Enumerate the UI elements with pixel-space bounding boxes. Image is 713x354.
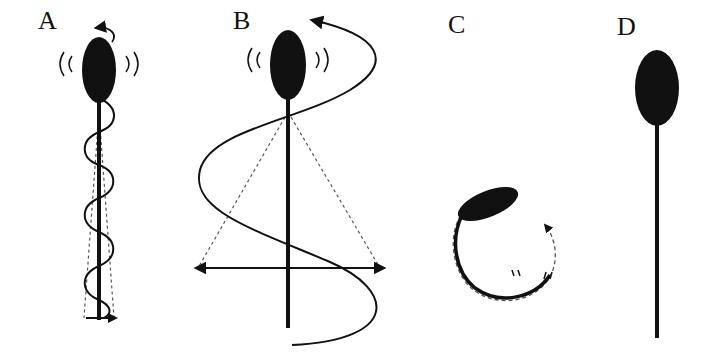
- panel-letter: D: [617, 14, 636, 40]
- motion-mark: [126, 56, 129, 72]
- sperm-tail: [655, 120, 659, 338]
- motion-mark: [69, 56, 72, 72]
- motion-mark: [518, 270, 520, 276]
- sperm-head: [82, 37, 116, 103]
- motion-mark: [60, 52, 64, 76]
- motion-mark: [512, 270, 514, 276]
- panel-letter: A: [38, 8, 57, 34]
- panel-a-sperm: [60, 28, 138, 320]
- motion-mark: [544, 272, 546, 279]
- motion-mark: [134, 52, 138, 76]
- panel-c-sperm: [453, 180, 555, 301]
- motion-mark: [316, 52, 319, 68]
- amplitude-arrow: [86, 317, 116, 319]
- sperm-head: [270, 30, 306, 100]
- tail-wave: [85, 98, 114, 318]
- amplitude-arrow: [196, 267, 384, 269]
- rotation-arrow: [96, 28, 114, 42]
- sperm-tail: [286, 98, 290, 328]
- motion-mark: [248, 48, 252, 72]
- motion-mark: [324, 48, 328, 72]
- sperm-tail: [456, 215, 550, 298]
- envelope-line: [288, 112, 380, 268]
- panel-letter: B: [233, 8, 250, 34]
- panel-letter: C: [448, 12, 465, 38]
- envelope-line: [198, 112, 288, 268]
- tail-wave: [199, 20, 377, 345]
- sperm-head: [453, 180, 522, 228]
- sperm-head: [635, 50, 679, 126]
- panel-d-sperm: [635, 50, 679, 338]
- motion-mark: [550, 272, 552, 279]
- panel-b-sperm: [196, 20, 384, 345]
- motion-mark: [257, 52, 260, 68]
- envelope-line: [99, 112, 114, 318]
